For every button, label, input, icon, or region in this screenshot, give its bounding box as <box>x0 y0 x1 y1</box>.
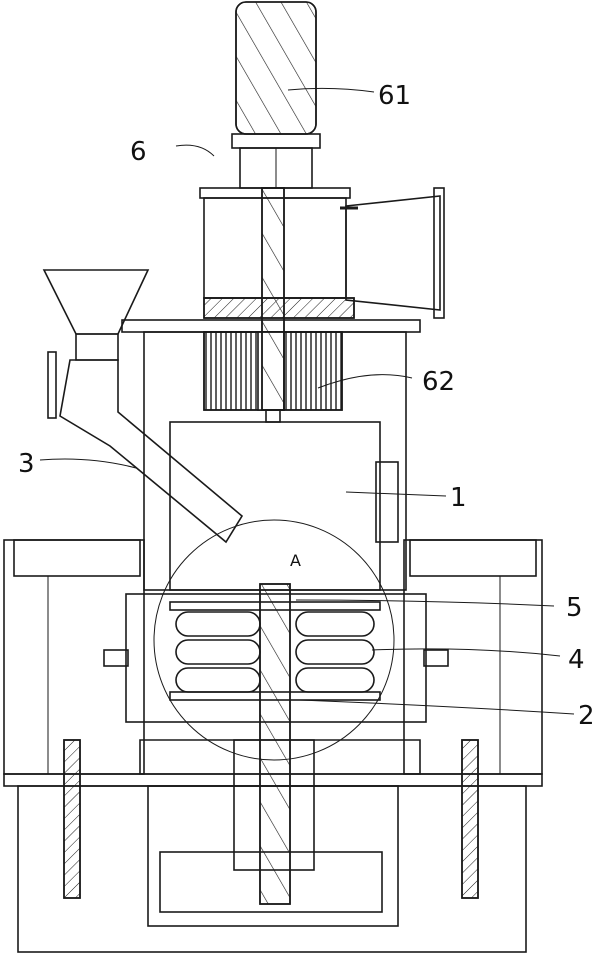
main-shaft <box>259 583 291 905</box>
label-6: 6 <box>130 137 147 167</box>
classifier-housing <box>199 187 445 319</box>
label-a: A <box>290 551 301 570</box>
label-3: 3 <box>18 449 35 479</box>
label-5: 5 <box>566 593 583 623</box>
leader-lines <box>39 87 575 715</box>
label-1: 1 <box>450 483 467 513</box>
upper-shaft <box>261 187 285 423</box>
label-62: 62 <box>422 367 455 397</box>
feed-hopper <box>42 269 244 544</box>
label-61: 61 <box>378 81 411 111</box>
base <box>3 739 543 953</box>
label-4: 4 <box>568 645 585 675</box>
detail-circle-a <box>153 519 395 761</box>
motor <box>231 1 321 189</box>
label-2: 2 <box>578 701 595 731</box>
